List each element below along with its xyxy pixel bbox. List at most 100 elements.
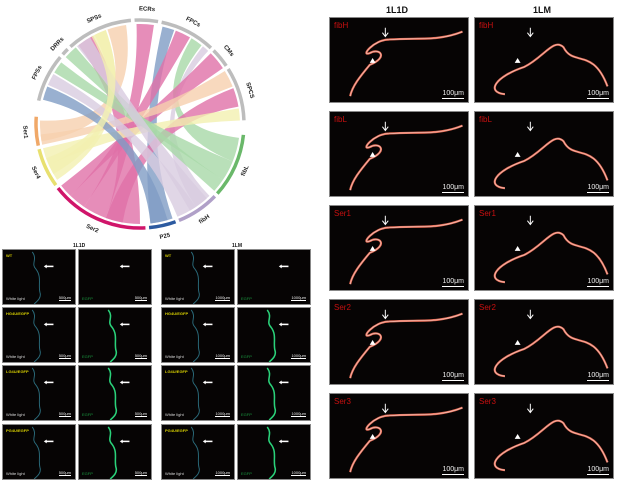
channel-label: White light bbox=[6, 471, 25, 476]
channel-label: EGFP bbox=[82, 296, 93, 301]
silk-gland-image bbox=[493, 403, 609, 472]
chord-group-arc bbox=[212, 49, 228, 67]
chord-group-label: SPCS bbox=[244, 82, 255, 99]
channel-label: EGFP bbox=[241, 354, 252, 359]
channel-label: White light bbox=[165, 471, 184, 476]
channel-label: White light bbox=[165, 412, 184, 417]
chord-group-arc bbox=[34, 116, 40, 146]
scale-bar: 500μm bbox=[134, 470, 147, 476]
scale-bar: 1000μm bbox=[291, 470, 306, 476]
gene-label: fibL bbox=[334, 115, 347, 124]
silk-gland-image bbox=[266, 367, 289, 420]
chord-group-label: SPSs bbox=[86, 13, 103, 25]
chord-diagram: SPSsECRsFPCsCMsSPCSfibLfibHP25Ser2Ser4Se… bbox=[21, 6, 255, 241]
arrow-icon bbox=[382, 121, 389, 132]
silk-gland-image bbox=[31, 309, 54, 362]
channel-label: EGFP bbox=[82, 412, 93, 417]
silk-gland-image bbox=[493, 121, 609, 190]
gene-label: Ser1 bbox=[334, 209, 351, 218]
arrowhead-icon bbox=[369, 246, 376, 251]
silk-gland-image bbox=[349, 27, 463, 97]
silk-gland-image bbox=[31, 367, 54, 420]
arrowhead-icon bbox=[514, 152, 521, 157]
scale-bar: 100μm bbox=[442, 90, 464, 99]
fluorescence-image-panel: Ser3 100μm bbox=[474, 393, 614, 479]
scale-bar: 100μm bbox=[587, 278, 609, 287]
right-col-header-1l1d: 1L1D bbox=[386, 5, 409, 15]
left-col-header-1l1d: 1L1D bbox=[73, 243, 86, 249]
arrowhead-icon bbox=[514, 58, 521, 63]
chord-group-label: Ser1 bbox=[21, 125, 28, 139]
silk-gland-image bbox=[190, 251, 213, 304]
chord-group-arc bbox=[134, 18, 159, 24]
chord-link bbox=[84, 24, 154, 218]
chord-link bbox=[46, 30, 116, 175]
strain-label: PG4U/EGFP bbox=[165, 428, 188, 433]
gene-label: Ser3 bbox=[479, 397, 496, 406]
scale-bar: 100μm bbox=[442, 372, 464, 381]
silk-gland-image bbox=[266, 426, 289, 479]
chord-group-arc bbox=[215, 134, 246, 195]
arrow-icon bbox=[382, 215, 389, 226]
silk-gland-image bbox=[119, 264, 130, 269]
silk-gland-image bbox=[107, 426, 130, 479]
silk-gland-image bbox=[266, 309, 289, 362]
chord-group-label: FPSs bbox=[32, 64, 44, 81]
scale-bar: 100μm bbox=[587, 184, 609, 193]
silk-gland-image bbox=[190, 367, 213, 420]
channel-label: EGFP bbox=[241, 296, 252, 301]
chord-group-arc bbox=[37, 148, 58, 187]
gene-label: fibH bbox=[334, 21, 349, 30]
scale-bar: 100μm bbox=[587, 372, 609, 381]
silk-gland-image bbox=[190, 309, 213, 362]
chord-group-arc bbox=[69, 18, 132, 49]
chord-group-label: fibH bbox=[198, 214, 211, 226]
chord-group-label: fibL bbox=[241, 164, 251, 177]
scale-bar: 1000μm bbox=[215, 295, 230, 301]
chord-link bbox=[42, 108, 240, 165]
arrowhead-icon bbox=[514, 434, 521, 439]
chord-group-label: P25 bbox=[159, 233, 171, 241]
channel-label: White light bbox=[6, 412, 25, 417]
arrowhead-icon bbox=[369, 434, 376, 439]
scale-bar: 100μm bbox=[442, 466, 464, 475]
chord-group-arc bbox=[56, 186, 146, 230]
scale-bar: 500μm bbox=[58, 295, 71, 301]
scale-bar: 1000μm bbox=[291, 353, 306, 359]
chord-group-label: Ser2 bbox=[85, 224, 100, 235]
chord-group-arc bbox=[148, 220, 177, 230]
scale-bar: 500μm bbox=[134, 353, 147, 359]
chord-group-label: ECRs bbox=[139, 6, 156, 13]
chord-link bbox=[42, 86, 168, 224]
gene-label: Ser3 bbox=[334, 397, 351, 406]
strain-label: WT bbox=[165, 253, 172, 258]
channel-label: White light bbox=[165, 354, 184, 359]
fluorescence-image-panel: fibH 100μm bbox=[474, 17, 614, 103]
arrowhead-icon bbox=[369, 152, 376, 157]
chord-link bbox=[40, 71, 233, 145]
chord-group-arc bbox=[226, 67, 246, 121]
silk-gland-image bbox=[349, 121, 463, 191]
scale-bar: 500μm bbox=[58, 470, 71, 476]
fluorescence-image-panel: fibH 100μm bbox=[329, 17, 469, 103]
chord-group-label: CMs bbox=[222, 44, 235, 58]
scale-bar: 100μm bbox=[587, 90, 609, 99]
chord-link bbox=[147, 26, 175, 224]
scale-bar: 100μm bbox=[442, 278, 464, 287]
strain-label: LG4U/EGFP bbox=[165, 369, 188, 374]
gene-label: fibL bbox=[479, 115, 492, 124]
silk-gland-image bbox=[349, 403, 463, 473]
chord-link bbox=[47, 74, 196, 217]
channel-label: EGFP bbox=[241, 471, 252, 476]
gene-label: fibH bbox=[479, 21, 494, 30]
fluorescence-image-panel: Ser1 100μm bbox=[474, 205, 614, 291]
silk-gland-image bbox=[107, 309, 130, 362]
fluorescence-image-panel: fibL 100μm bbox=[329, 111, 469, 197]
chord-link bbox=[78, 35, 140, 224]
